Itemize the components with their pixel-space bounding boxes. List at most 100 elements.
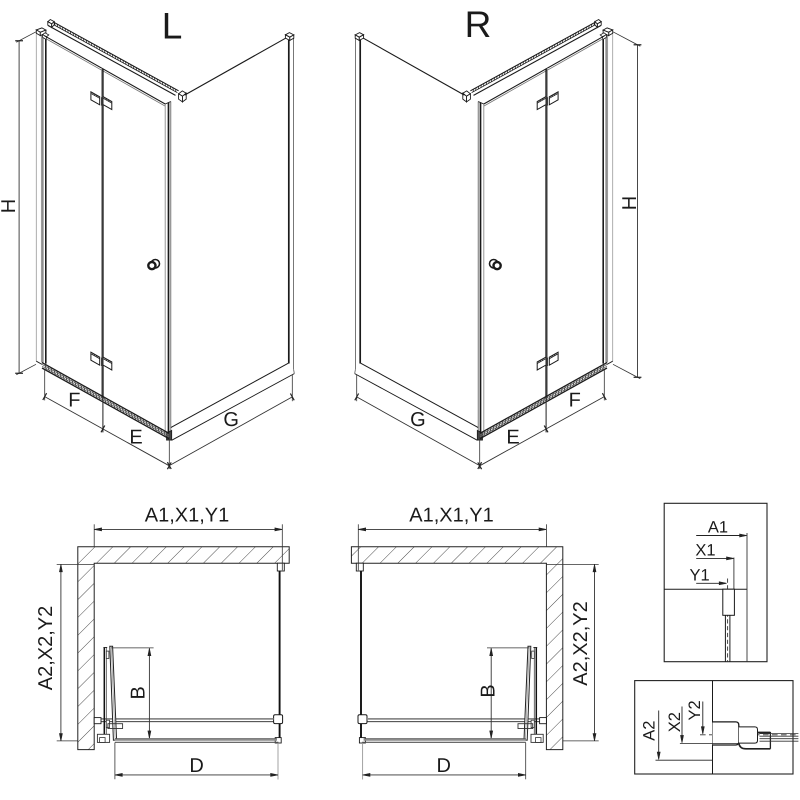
dim-tick [100,425,106,433]
side-wall-floor-line [354,373,478,441]
hatch-stroke [107,398,110,406]
hatch-stroke [504,418,507,426]
hatch-stroke [486,428,489,436]
hatch-stroke [527,405,531,412]
hatch-stroke [138,68,140,72]
hatch-stroke [71,379,74,386]
wall-outline [77,546,290,751]
dim-arrow-b-top [147,648,152,657]
hatch-stroke [524,407,528,414]
detail-wall-profile [722,588,735,616]
corner-connector-right [462,92,467,103]
hatch-stroke [575,32,577,36]
hatch-stroke [540,99,542,102]
hatch-stroke [550,95,552,98]
detail-label-x1: X1 [695,541,715,559]
hatch-stroke [95,94,97,97]
hatch-stroke [85,39,87,43]
hatch-stroke [109,360,111,363]
base-rail-top [41,362,170,434]
base-rail-top [479,362,608,434]
hatch-stroke [525,60,527,64]
hatch-stroke [151,76,153,80]
detail-label-x2: X2 [666,712,684,732]
detail-arrow-a2 [656,751,661,760]
hatch-stroke [104,97,106,100]
hatch-stroke [533,55,535,59]
hatch-stroke [93,44,95,48]
hatch-stroke [599,365,602,373]
hatch-stroke [80,384,83,391]
hatch-stroke [496,76,498,80]
dim-tick [354,393,360,401]
hatch-stroke [533,402,537,409]
side-glass-top-bracket [355,562,364,572]
hatch-stroke [62,374,65,381]
hatch-stroke [590,370,593,378]
hatch-stroke [541,358,543,361]
hinge-plate-left-edge [90,353,100,360]
hatch-stroke [572,34,574,38]
hatch-stroke [530,57,532,61]
hinge-plate-left-edge [549,353,559,360]
hatch-stroke [510,415,513,422]
hatch-stroke [112,54,114,58]
hatch-stroke [583,28,585,32]
hatch-stroke [97,95,99,98]
side-wall-cap-side [354,34,360,42]
handle-knob [147,260,157,271]
hatch-stroke [101,48,103,52]
hatch-stroke [83,385,86,393]
hatch-stroke [72,32,74,36]
hinge-plate-right-edge [537,358,547,364]
hatch-stroke [548,47,551,51]
hatch-stroke [62,26,64,30]
dim-label-a2-left: A2,X2,Y2 [35,606,57,691]
hatch-stroke [602,364,605,371]
hatch-stroke [107,359,109,362]
hatch-stroke [80,37,82,41]
side-wall-cap-side [289,34,295,42]
top-rail-outline-3 [48,25,176,96]
detail-label-a1: A1 [708,519,728,537]
dim-arrow-a2-top [59,564,63,573]
hatch-stroke [96,45,98,49]
hatch-stroke [160,428,163,436]
hatch-stroke [74,380,77,388]
hatch-stroke [489,427,492,434]
hatch-stroke [109,100,111,103]
hatch-stroke [495,423,498,431]
detail-label-y1: Y1 [690,566,710,584]
hatch-stroke [541,98,543,101]
folded-door-panel-inner [525,646,530,740]
dim-line-g [169,396,293,466]
dim-arrow-b-top [489,648,494,657]
hatch-stroke [59,25,61,29]
dim-line-f-e [479,396,605,467]
hatch-stroke [130,64,132,68]
detail-arrow-a1 [739,533,748,538]
door-top-edge [483,35,605,105]
hatch-stroke [88,41,90,45]
hatch-stroke [107,99,109,102]
dim-tick [42,392,48,401]
top-rail-outline-2 [471,22,599,94]
hatch-stroke [93,93,96,96]
hatch-stroke [115,403,119,411]
dim-label-d-left: D [189,755,203,777]
top-rail-outline-2 [50,22,178,94]
hatch-stroke [539,398,542,406]
hinge-nub-top [105,650,110,659]
detail-arrow-x2 [680,735,684,743]
dim-label-g-left: G [223,409,239,431]
corner-post-top [165,101,171,105]
dim-arrow-a1-right [274,527,283,532]
hatch-stroke [542,397,545,404]
detail-profile-step [738,726,758,744]
hatch-stroke [172,87,174,91]
side-wall-bottom-edge [170,362,290,429]
hatch-stroke [163,430,166,437]
dim-label-b-left: B [128,686,150,699]
hatch-stroke [69,31,72,35]
hatch-stroke [538,100,540,103]
